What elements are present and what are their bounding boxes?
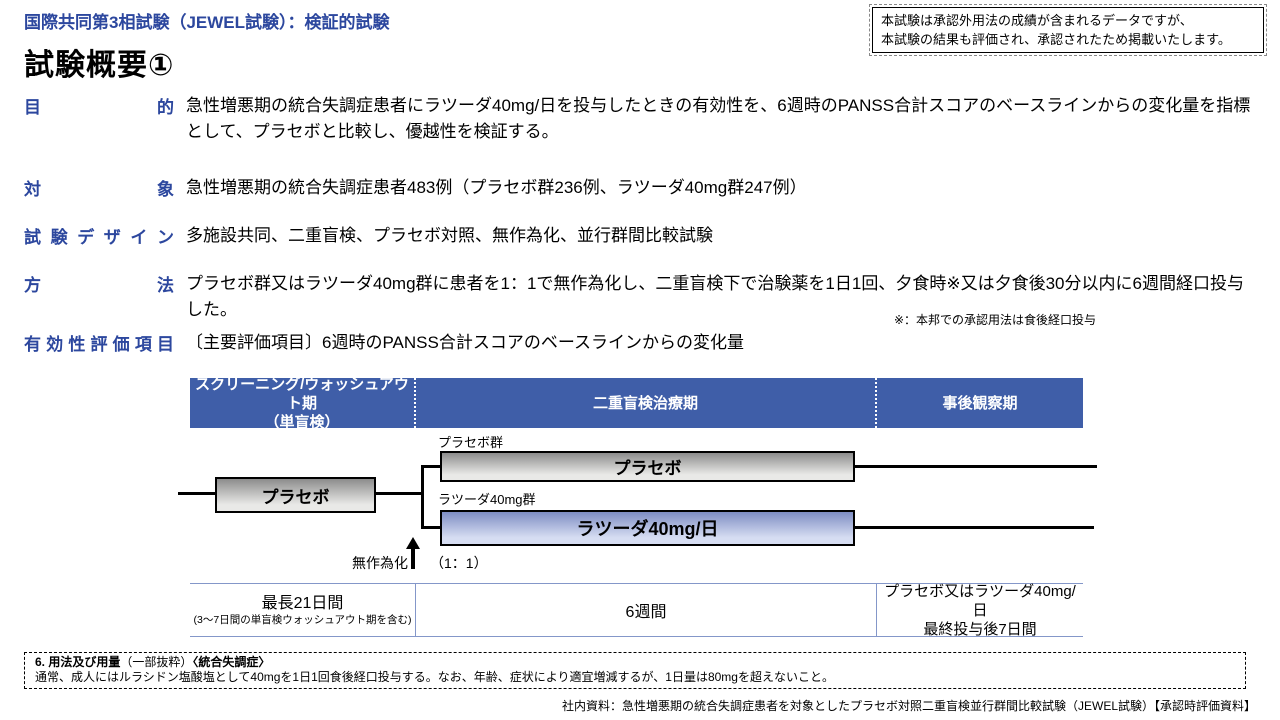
design-label: 試験デザイン xyxy=(24,228,174,247)
method-body: プラセボ群又はラツーダ40mg群に患者を1：1で無作為化し、二重盲検下で治験薬を… xyxy=(186,274,1244,319)
lurasidone-arm-box: ラツーダ40mg/日 xyxy=(440,510,855,546)
phase-doubleblind-header: 二重盲検治療期 xyxy=(416,378,877,428)
duration-followup-line1: プラセボ又はラツーダ40mg/日 xyxy=(884,582,1076,619)
flow-line-mid xyxy=(376,492,422,495)
randomization-label: 無作為化 （1：1） xyxy=(352,553,488,573)
section-subjects: 対象 急性増悪期の統合失調症患者483例（プラセボ群236例、ラツーダ40mg群… xyxy=(24,175,1256,201)
placebo-group-label: プラセボ群 xyxy=(438,435,504,450)
disclaimer-line-2: 本試験の結果も評価され、承認されたため掲載いたします。 xyxy=(881,32,1231,47)
design-text: 多施設共同、二重盲検、プラセボ対照、無作為化、並行群間比較試験 xyxy=(186,226,713,245)
duration-table: 最長21日間 (3～7日間の単盲検ウォッシュアウト期を含む) 6週間 プラセボ又… xyxy=(190,582,1083,638)
phase-screening-line1: スクリーニング/ウォッシュアウト期 xyxy=(195,375,409,412)
section-method: 方法 プラセボ群又はラツーダ40mg群に患者を1：1で無作為化し、二重盲検下で治… xyxy=(24,271,1256,327)
source-citation: 社内資料：急性増悪期の統合失調症患者を対象としたプラセボ対照二重盲検並行群間比較… xyxy=(561,699,1256,713)
usage-dosage-box: 6. 用法及び用量（一部抜粋）〈統合失調症〉 通常、成人にはルラシドン塩酸塩とし… xyxy=(24,652,1246,689)
approval-disclaimer-box: 本試験は承認外用法の成績が含まれるデータですが、 本試験の結果も評価され、承認さ… xyxy=(869,4,1267,56)
section-design: 試験デザイン 多施設共同、二重盲検、プラセボ対照、無作為化、並行群間比較試験 xyxy=(24,223,1256,249)
disclaimer-line-1: 本試験は承認外用法の成績が含まれるデータですが、 xyxy=(881,13,1193,28)
flow-branch-vline xyxy=(421,465,424,529)
duration-followup-line2: 最終投与後7日間 xyxy=(923,620,1037,638)
usage-heading-number: 6. 用法及び用量 xyxy=(35,655,121,669)
duration-screening-main: 最長21日間 xyxy=(261,594,344,612)
endpoint-text: 〔主要評価項目〕6週時のPANSS合計スコアのベースラインからの変化量 xyxy=(186,333,744,352)
purpose-label: 目的 xyxy=(24,98,174,117)
endpoint-label: 有効性評価項目 xyxy=(24,335,174,354)
up-arrow-icon xyxy=(406,537,420,549)
duration-followup-cell: プラセボ又はラツーダ40mg/日 最終投与後7日間 xyxy=(877,582,1083,638)
lurasidone-group-label: ラツーダ40mg群 xyxy=(438,492,536,507)
randomization-label-gap xyxy=(408,553,430,573)
phase-screening-line2: （単盲検） xyxy=(264,413,340,431)
usage-heading-indication: 〈統合失調症〉 xyxy=(192,655,271,669)
subjects-label: 対象 xyxy=(24,180,174,199)
usage-heading: 6. 用法及び用量（一部抜粋）〈統合失調症〉 xyxy=(35,655,1235,670)
up-arrow-stem xyxy=(411,548,415,569)
usage-body: 通常、成人にはルラシドン塩酸塩として40mgを1日1回食後経口投与する。なお、年… xyxy=(35,670,834,684)
randomization-label-text: 無作為化 xyxy=(352,555,408,571)
section-purpose: 目的 急性増悪期の統合失調症患者にラツーダ40mg/日を投与したときの有効性を、… xyxy=(24,93,1256,145)
duration-screening-sub: (3～7日間の単盲検ウォッシュアウト期を含む) xyxy=(193,613,412,626)
phase-header-band: スクリーニング/ウォッシュアウト期 （単盲検） 二重盲検治療期 事後観察期 xyxy=(190,375,1083,431)
usage-heading-excerpt: （一部抜粋） xyxy=(120,655,193,669)
flow-line-left xyxy=(178,492,215,495)
randomization-ratio-text: （1：1） xyxy=(430,555,488,571)
method-text: プラセボ群又はラツーダ40mg群に患者を1：1で無作為化し、二重盲検下で治験薬を… xyxy=(186,271,1256,327)
duration-treatment-cell: 6週間 xyxy=(416,584,877,636)
placebo-arm-box: プラセボ xyxy=(440,451,855,482)
duration-screening-cell: 最長21日間 (3～7日間の単盲検ウォッシュアウト期を含む) xyxy=(190,584,416,636)
page-title: 試験概要① xyxy=(24,49,175,82)
method-footnote: ※：本邦での承認用法は食後経口投与 xyxy=(893,313,1096,327)
flow-line-bottom-right xyxy=(855,526,1094,529)
flow-stub-top xyxy=(424,465,440,468)
purpose-text: 急性増悪期の統合失調症患者にラツーダ40mg/日を投与したときの有効性を、6週時… xyxy=(186,96,1251,141)
phase-followup-header: 事後観察期 xyxy=(942,394,1018,412)
subjects-text: 急性増悪期の統合失調症患者483例（プラセボ群236例、ラツーダ40mg群247… xyxy=(186,178,807,197)
screening-placebo-box: プラセボ xyxy=(215,477,376,513)
flow-stub-bottom xyxy=(424,526,440,529)
section-endpoint: 有効性評価項目 〔主要評価項目〕6週時のPANSS合計スコアのベースラインからの… xyxy=(24,330,1256,356)
method-label: 方法 xyxy=(24,276,174,295)
flow-line-top-right xyxy=(855,465,1097,468)
slide-kicker: 国際共同第3相試験（JEWEL試験）：検証的試験 xyxy=(24,13,390,32)
phase-screening-header: スクリーニング/ウォッシュアウト期 （単盲検） xyxy=(190,375,416,431)
